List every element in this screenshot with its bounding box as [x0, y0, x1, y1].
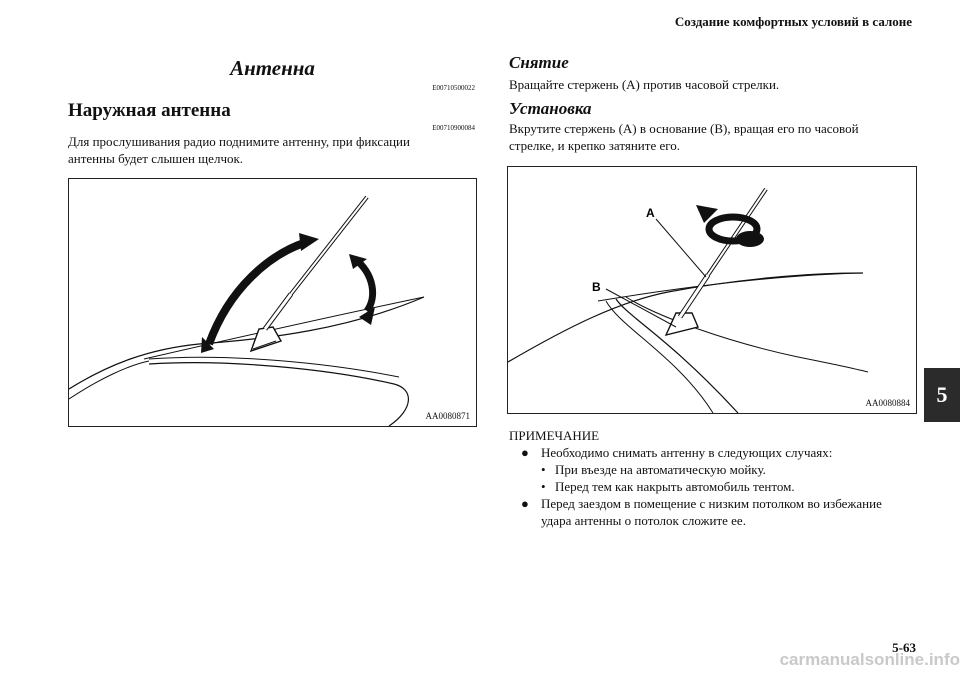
intro-paragraph: Для прослушивания радио поднимите антенн…	[68, 133, 478, 167]
install-paragraph: Вкрутите стержень (A) в основание (B), в…	[509, 120, 919, 154]
removal-title: Снятие	[509, 53, 569, 72]
note-item-1: ● Необходимо снимать антенну в следующих…	[509, 444, 919, 461]
section-code: E00710500022	[432, 84, 475, 92]
label-b: B	[592, 280, 601, 294]
removal-text: Вращайте стержень (A) против часовой стр…	[509, 77, 780, 92]
note-item-2: ● Перед заездом в помещение с низким пот…	[509, 495, 919, 529]
bullet-icon: ●	[521, 496, 529, 511]
note-item-2-text: Перед заездом в помещение с низким потол…	[541, 495, 882, 529]
note-item-2-line-1: Перед заездом в помещение с низким потол…	[541, 496, 882, 511]
intro-line-2: антенны будет слышен щелчок.	[68, 151, 244, 166]
antenna-install-figure: A B AA0080884	[507, 166, 917, 414]
sub-bullet-icon: •	[541, 479, 546, 494]
antenna-raise-figure: AA0080871	[68, 178, 477, 427]
subsection-title: Наружная антенна	[68, 100, 231, 121]
note-item-1-text: Необходимо снимать антенну в следующих с…	[541, 445, 833, 460]
right-figure-code: AA0080884	[865, 398, 911, 408]
note-sub-item-2-text: Перед тем как накрыть автомобиль тентом.	[555, 479, 795, 494]
note-sub-item-1: • При въезде на автоматическую мойку.	[509, 461, 919, 478]
note-sub-item-1-text: При въезде на автоматическую мойку.	[555, 462, 766, 477]
install-line-1: Вкрутите стержень (A) в основание (B), в…	[509, 121, 859, 136]
running-header: Создание комфортных условий в салоне	[674, 14, 912, 29]
watermark: carmanualsonline.info	[779, 650, 960, 669]
note-title: ПРИМЕЧАНИЕ	[509, 428, 600, 443]
sub-bullet-icon: •	[541, 462, 546, 477]
label-a: A	[646, 206, 655, 220]
page-number: 5-63	[892, 640, 916, 655]
bullet-icon: ●	[521, 445, 529, 460]
left-figure-code: AA0080871	[425, 411, 471, 421]
intro-line-1: Для прослушивания радио поднимите антенн…	[68, 134, 410, 149]
chapter-tab: 5	[924, 368, 960, 422]
install-line-2: стрелке, и крепко затяните его.	[509, 138, 680, 153]
note-block: ПРИМЕЧАНИЕ ● Необходимо снимать антенну …	[509, 428, 919, 529]
subsection-code: E00710900084	[432, 124, 475, 132]
section-title: Антенна	[230, 56, 315, 80]
note-sub-item-2: • Перед тем как накрыть автомобиль тенто…	[509, 478, 919, 495]
antenna-raise-illustration	[68, 195, 425, 427]
install-title: Установка	[509, 99, 592, 118]
note-item-2-line-2: удара антенны о потолок сложите ее.	[541, 513, 746, 528]
antenna-install-illustration: A B	[507, 187, 869, 414]
